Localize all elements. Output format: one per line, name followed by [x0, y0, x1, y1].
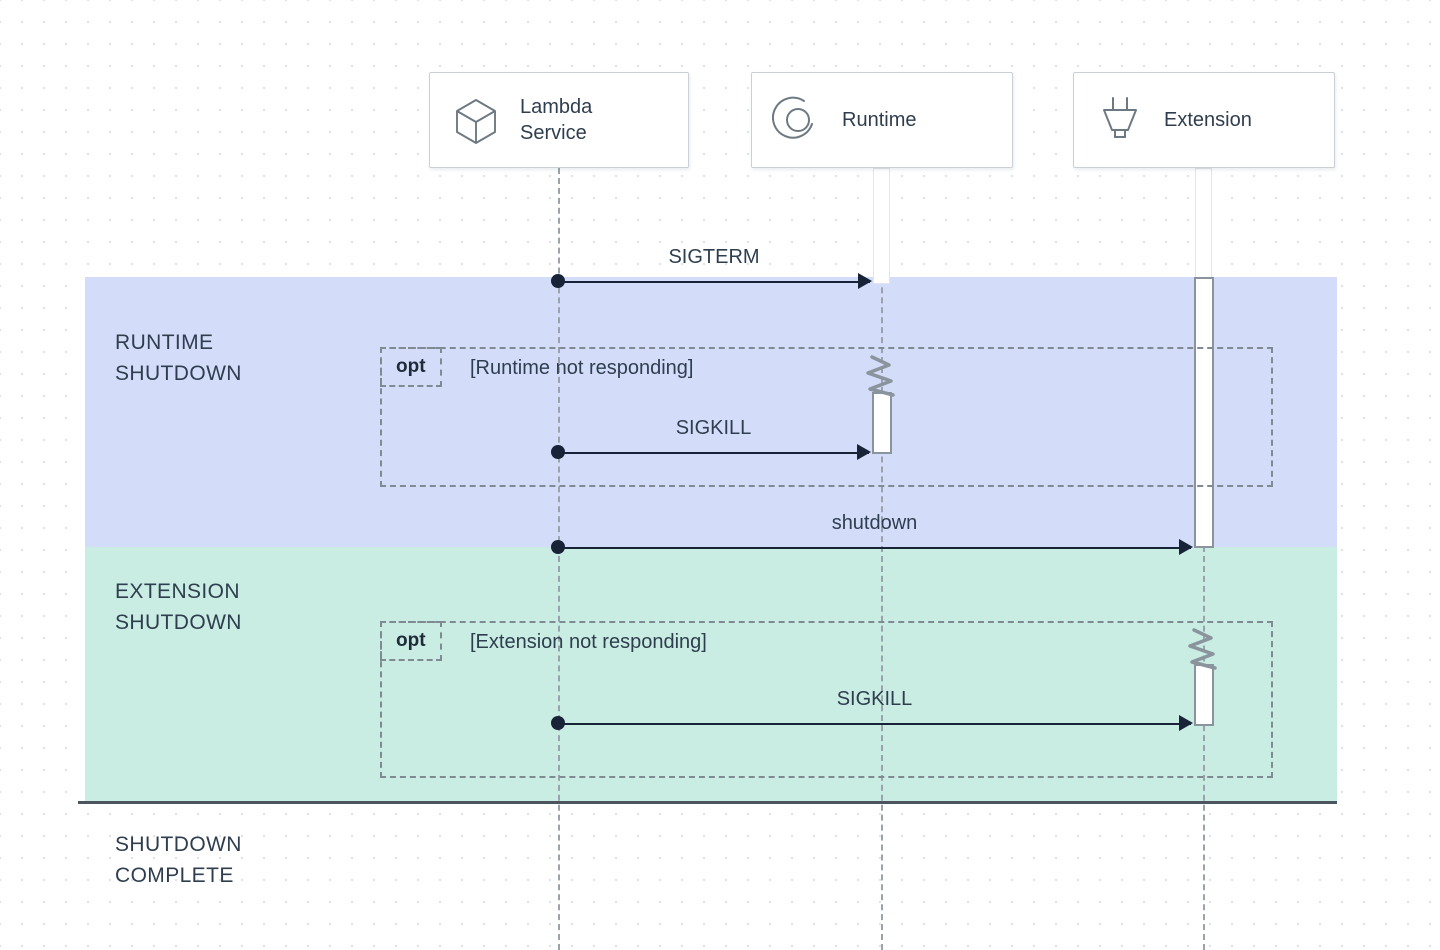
- message-origin-dot-shutdown: [551, 540, 565, 554]
- activation-bar-extension-initial: [1195, 168, 1212, 278]
- participant-lambda-service[interactable]: Lambda Service: [429, 72, 689, 168]
- participant-label-runtime: Runtime: [842, 109, 917, 131]
- phase-band-runtime-shutdown: [85, 277, 1337, 547]
- lifeline-lambda-service: [558, 168, 560, 950]
- power-plug-icon: [1094, 94, 1146, 146]
- lifeline-extension: [1203, 168, 1205, 950]
- message-origin-dot-sigkill-extension: [551, 716, 565, 730]
- participant-runtime[interactable]: Runtime: [751, 72, 1013, 168]
- message-label-sigkill-runtime: SIGKILL: [675, 417, 752, 439]
- destruction-zigzag-extension: [1178, 628, 1226, 677]
- message-label-shutdown: shutdown: [831, 512, 918, 534]
- message-line-sigterm: [558, 281, 870, 283]
- participant-extension[interactable]: Extension: [1073, 72, 1335, 168]
- phase-label-runtime-shutdown: RUNTIME SHUTDOWN: [115, 331, 242, 385]
- message-arrowhead-sigkill-runtime: [857, 444, 871, 460]
- fragment-keyword-runtime: opt: [396, 356, 426, 377]
- message-line-shutdown: [558, 547, 1191, 549]
- cube-icon: [450, 94, 502, 146]
- lifeline-runtime: [881, 168, 883, 950]
- shutdown-complete-divider: [78, 801, 1337, 804]
- message-label-sigkill-extension: SIGKILL: [836, 688, 913, 710]
- fragment-keyword-tab-runtime: opt: [380, 347, 442, 387]
- fragment-keyword-extension: opt: [396, 630, 426, 651]
- message-arrowhead-shutdown: [1179, 539, 1193, 555]
- loading-spinner-icon: [772, 94, 824, 146]
- fragment-opt-extension-not-responding: opt [Extension not responding]: [380, 621, 1273, 778]
- message-arrowhead-sigkill-extension: [1179, 715, 1193, 731]
- fragment-condition-runtime: [Runtime not responding]: [470, 357, 694, 379]
- fragment-opt-runtime-not-responding: opt [Runtime not responding]: [380, 347, 1273, 487]
- destruction-zigzag-runtime: [856, 355, 904, 404]
- activation-bar-extension-main: [1194, 277, 1214, 548]
- participant-label-lambda-service: Lambda Service: [520, 96, 593, 144]
- fragment-keyword-tab-extension: opt: [380, 621, 442, 661]
- phase-band-extension-shutdown: [85, 547, 1337, 801]
- message-line-sigkill-extension: [558, 723, 1191, 725]
- message-origin-dot-sigterm: [551, 274, 565, 288]
- phase-label-shutdown-complete: SHUTDOWN COMPLETE: [115, 833, 242, 887]
- activation-bar-runtime-initial: [873, 168, 890, 284]
- message-arrowhead-sigterm: [858, 273, 872, 289]
- participant-label-extension: Extension: [1164, 109, 1252, 131]
- phase-label-extension-shutdown: EXTENSION SHUTDOWN: [115, 580, 242, 634]
- message-label-sigterm: SIGTERM: [668, 246, 760, 268]
- message-line-sigkill-runtime: [558, 452, 869, 454]
- fragment-condition-extension: [Extension not responding]: [470, 631, 707, 653]
- message-origin-dot-sigkill-runtime: [551, 445, 565, 459]
